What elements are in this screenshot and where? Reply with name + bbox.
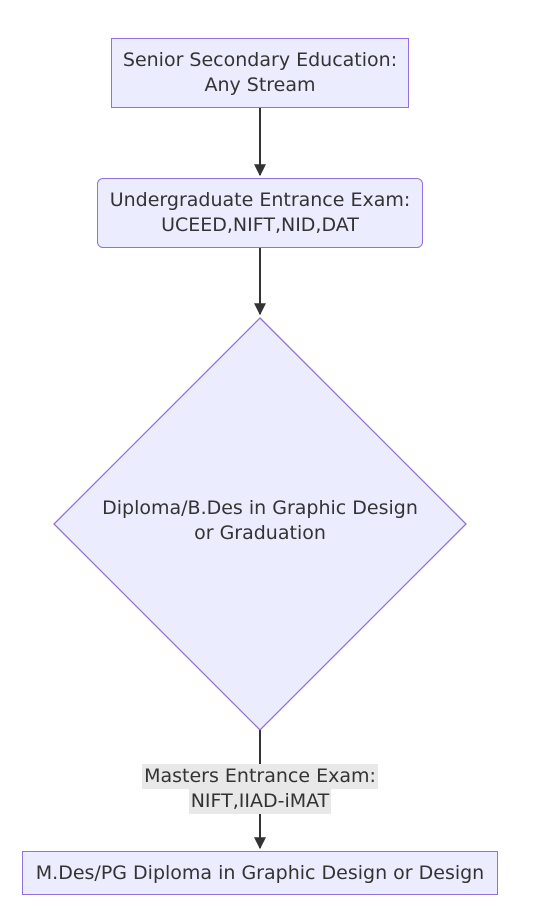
- edge-label-line2: NIFT,IIAD-iMAT: [188, 789, 332, 814]
- node-masters: M.Des/PG Diploma in Graphic Design or De…: [22, 851, 498, 895]
- node-diploma-decision-line2: or Graduation: [194, 522, 326, 544]
- node-masters-label: M.Des/PG Diploma in Graphic Design or De…: [35, 861, 485, 884]
- node-ug-entrance-line2: UCEED,NIFT,NID,DAT: [161, 214, 359, 236]
- node-diploma-decision-label: Diploma/B.Des in Graphic Design or Gradu…: [60, 496, 460, 546]
- node-diploma-decision-line1: Diploma/B.Des in Graphic Design: [102, 497, 418, 519]
- node-senior-secondary: Senior Secondary Education: Any Stream: [111, 38, 409, 108]
- node-ug-entrance: Undergraduate Entrance Exam: UCEED,NIFT,…: [97, 178, 423, 248]
- edge-label-line1: Masters Entrance Exam:: [142, 764, 378, 789]
- node-senior-secondary-line2: Any Stream: [204, 74, 316, 96]
- node-ug-entrance-line1: Undergraduate Entrance Exam:: [109, 189, 411, 211]
- edge-label-masters-entrance: Masters Entrance Exam: NIFT,IIAD-iMAT: [120, 764, 400, 814]
- node-senior-secondary-line1: Senior Secondary Education:: [122, 49, 398, 71]
